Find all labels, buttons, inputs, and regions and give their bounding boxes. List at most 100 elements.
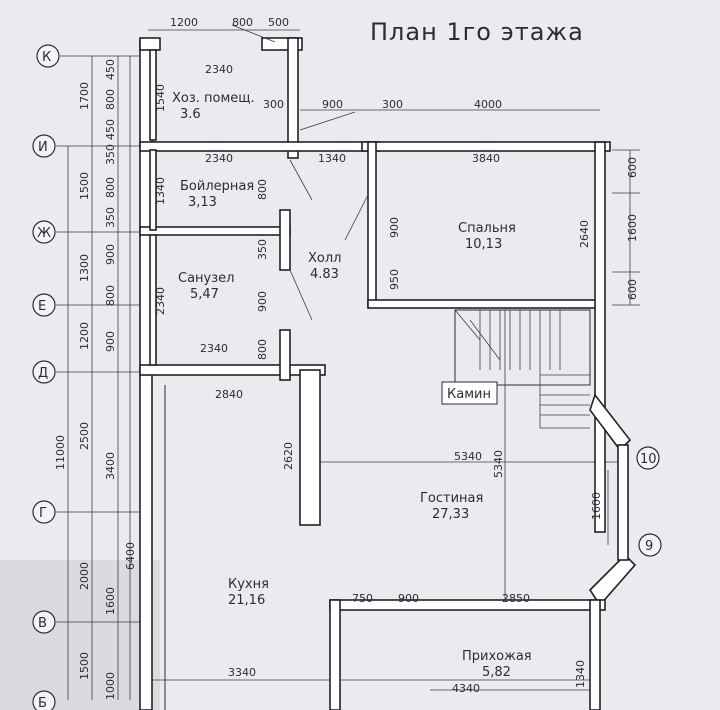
dim-2340-b: 2340 xyxy=(205,152,233,165)
room-gostinaya-area: 27,33 xyxy=(432,507,469,522)
shadow xyxy=(0,560,160,710)
dim-1340-right: 1340 xyxy=(574,660,587,688)
dim-900-left-a: 900 xyxy=(104,244,117,265)
axis-circle-g xyxy=(32,500,56,524)
room-hoz-area: 3.6 xyxy=(180,107,201,122)
axis-circle-v xyxy=(32,610,56,634)
axis-label-k: К xyxy=(42,50,51,65)
axis-label-d: Д xyxy=(38,366,48,381)
dim-350-a: 350 xyxy=(104,144,117,165)
dim-300-b: 300 xyxy=(382,98,403,111)
axis-circle-10 xyxy=(636,446,660,470)
room-holl-name: Холл xyxy=(308,251,341,266)
dim-11000: 11000 xyxy=(54,435,67,470)
dim-800-mid-b: 800 xyxy=(256,339,269,360)
dim-2850: 2850 xyxy=(502,592,530,605)
dim-1500: 1500 xyxy=(78,172,91,200)
axis-label-g: Г xyxy=(39,506,47,521)
dim-5340: 5340 xyxy=(454,450,482,463)
dim-1700: 1700 xyxy=(78,82,91,110)
dim-500-top: 500 xyxy=(268,16,289,29)
dim-1200-left: 1200 xyxy=(78,322,91,350)
dim-900-b: 900 xyxy=(398,592,419,605)
room-spalnya-name: Спальня xyxy=(458,221,516,236)
staircase xyxy=(454,309,591,429)
axis-circle-k xyxy=(36,44,60,68)
dim-1500-b: 1500 xyxy=(78,652,91,680)
fireplace-box xyxy=(441,381,498,405)
dim-1340-left: 1340 xyxy=(154,177,167,205)
axis-circle-i xyxy=(32,134,56,158)
dim-3340: 3340 xyxy=(228,666,256,679)
dim-800-b: 800 xyxy=(104,177,117,198)
room-boiler-name: Бойлерная xyxy=(180,179,254,194)
dim-1000: 1000 xyxy=(104,672,117,700)
plan-title: План 1го этажа xyxy=(370,18,584,46)
room-spalnya-area: 10,13 xyxy=(465,237,502,252)
dim-3400: 3400 xyxy=(104,452,117,480)
dim-900-left-b: 900 xyxy=(104,331,117,352)
dim-2340-a: 2340 xyxy=(205,63,233,76)
dim-1600-left: 1600 xyxy=(104,587,117,615)
dim-5340-vertical: 5340 xyxy=(492,450,505,478)
room-boiler-area: 3,13 xyxy=(188,195,217,210)
dim-2840: 2840 xyxy=(215,388,243,401)
dim-350-b: 350 xyxy=(104,207,117,228)
room-prihozhaya-area: 5,82 xyxy=(482,665,511,680)
axis-label-9: 9 xyxy=(645,539,653,554)
axis-circle-9 xyxy=(638,533,662,557)
room-labels: Хоз. помещ. 3.6 Бойлерная 3,13 Санузел 5… xyxy=(172,91,532,680)
dim-1300: 1300 xyxy=(78,254,91,282)
dim-800-mid: 800 xyxy=(256,179,269,200)
dim-1540: 1540 xyxy=(154,84,167,112)
dim-4340: 4340 xyxy=(452,682,480,695)
room-gostinaya-name: Гостиная xyxy=(420,491,483,506)
vertical-dimensions-right: 600 1600 600 2640 1600 1340 800 350 900 … xyxy=(256,157,639,688)
dim-1600-bay: 1600 xyxy=(590,492,603,520)
room-sanuzel-area: 5,47 xyxy=(190,287,219,302)
dim-2640: 2640 xyxy=(578,220,591,248)
dim-800-a: 800 xyxy=(104,89,117,110)
door-swings xyxy=(231,24,501,361)
dim-1600-right: 1600 xyxy=(626,214,639,242)
dim-300-a: 300 xyxy=(263,98,284,111)
dim-1340: 1340 xyxy=(318,152,346,165)
room-kuhnya-area: 21,16 xyxy=(228,593,265,608)
room-kuhnya-name: Кухня xyxy=(228,577,269,592)
axis-label-v: В xyxy=(38,616,47,631)
vertical-dimensions-left: 1700 1500 1300 1200 2500 11000 2000 1600… xyxy=(54,59,167,700)
dim-2620: 2620 xyxy=(282,442,295,470)
axis-markers-left: К И Ж Е Д Г В Б xyxy=(32,44,60,710)
dim-2000: 2000 xyxy=(78,562,91,590)
axis-label-b: Б xyxy=(38,696,47,710)
dim-4000: 4000 xyxy=(474,98,502,111)
dim-450-a: 450 xyxy=(104,59,117,80)
fireplace-label: Камин xyxy=(447,387,491,402)
dim-1200-top: 1200 xyxy=(170,16,198,29)
horizontal-dimensions: 1200 800 500 2340 300 900 300 4000 2340 … xyxy=(170,16,530,695)
axis-label-zh: Ж xyxy=(37,226,51,241)
dim-800-c: 800 xyxy=(104,285,117,306)
dim-900-bedroom: 900 xyxy=(388,217,401,238)
room-holl-area: 4.83 xyxy=(310,267,339,282)
room-sanuzel-name: Санузел xyxy=(178,271,234,286)
dim-600-a: 600 xyxy=(626,157,639,178)
axis-label-i: И xyxy=(38,140,48,155)
room-hoz-name: Хоз. помещ. xyxy=(172,91,255,106)
dimension-lines xyxy=(56,29,640,700)
dim-950: 950 xyxy=(388,269,401,290)
dim-450-b: 450 xyxy=(104,119,117,140)
axis-markers-right: 10 9 xyxy=(636,446,662,557)
axis-label-10: 10 xyxy=(640,452,657,467)
dim-900-mid: 900 xyxy=(256,291,269,312)
dim-350-mid: 350 xyxy=(256,239,269,260)
dim-2340-c: 2340 xyxy=(200,342,228,355)
axis-circle-zh xyxy=(32,220,56,244)
axis-circle-b xyxy=(32,690,56,710)
walls xyxy=(139,37,637,710)
dim-2500: 2500 xyxy=(78,422,91,450)
dim-3840: 3840 xyxy=(472,152,500,165)
dim-6400: 6400 xyxy=(124,542,137,570)
dim-2340-left: 2340 xyxy=(154,287,167,315)
